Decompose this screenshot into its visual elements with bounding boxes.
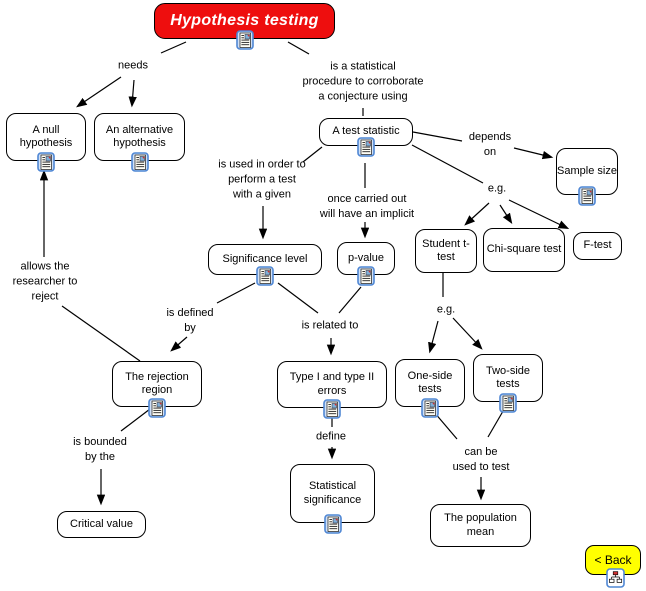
document-resource-icon[interactable] — [130, 152, 149, 172]
edge-siglevel-isrelated — [277, 282, 319, 314]
document-resource-icon[interactable] — [235, 30, 254, 50]
document-resource-icon[interactable] — [323, 399, 341, 419]
node-label: Statistical significance — [303, 480, 362, 506]
node-significance-level[interactable]: Significance level — [208, 244, 322, 286]
node-label: The rejection region — [125, 370, 189, 396]
node-label: p-value — [347, 251, 385, 264]
edge-pvalue-isrelated — [338, 286, 362, 314]
arrow-eg-chisquare — [499, 204, 513, 225]
node-test-statistic[interactable]: A test statistic — [319, 118, 413, 157]
node-label: Critical value — [70, 517, 133, 530]
link-phrase-allows-reject: allows the researcher to reject — [12, 260, 78, 303]
link-phrase-needs: needs — [118, 59, 148, 72]
arrow-needs-alternative — [128, 79, 137, 108]
node-label: Sample size — [557, 164, 617, 177]
document-resource-icon[interactable] — [357, 266, 375, 286]
arrow-eg-oneside — [428, 320, 439, 354]
node-chi-square-test[interactable]: Chi-square test — [483, 228, 565, 272]
concept-map-icon[interactable] — [606, 568, 625, 588]
node-hypothesis-testing[interactable]: Hypothesis testing — [154, 3, 335, 50]
node-two-side-tests[interactable]: Two-side tests — [473, 354, 543, 413]
link-phrase-eg-tests: e.g. — [487, 182, 507, 195]
document-resource-icon[interactable] — [421, 398, 439, 418]
node-label: An alternative hypothesis — [105, 123, 174, 149]
link-phrase-depends-on: depends on — [468, 131, 512, 158]
link-phrase-define: define — [316, 430, 346, 443]
arrow-eg-twoside — [452, 317, 483, 350]
document-resource-icon[interactable] — [323, 514, 342, 534]
link-phrase-can-be-used: can be used to test — [452, 446, 510, 473]
node-label: A test statistic — [332, 125, 400, 138]
document-resource-icon[interactable] — [357, 137, 375, 157]
link-phrase-is-statistical: is a statistical procedure to corroborat… — [302, 60, 424, 103]
arrow-dependson-samplesize — [513, 147, 554, 160]
link-phrase-is-bounded: is bounded by the — [73, 436, 127, 463]
node-sample-size[interactable]: Sample size — [556, 148, 618, 206]
document-resource-icon[interactable] — [499, 393, 517, 413]
arrow-eg-ftest — [508, 199, 570, 230]
node-critical-value[interactable]: Critical value — [57, 511, 146, 538]
node-label: Hypothesis testing — [170, 12, 319, 30]
node-rejection-region[interactable]: The rejection region — [112, 361, 202, 418]
node-null-hypothesis[interactable]: A null hypothesis — [6, 113, 86, 172]
edge-root-needs — [160, 41, 187, 54]
back-button-label: < Back — [594, 553, 632, 567]
node-p-value[interactable]: p-value — [337, 242, 395, 286]
document-resource-icon[interactable] — [148, 398, 166, 418]
node-label: One-side tests — [407, 369, 453, 395]
link-phrase-is-defined-by: is defined by — [166, 307, 214, 334]
node-label: Student t-test — [422, 237, 470, 263]
node-label: Type I and type II errors — [289, 371, 375, 397]
document-resource-icon[interactable] — [37, 152, 55, 172]
node-statistical-significance[interactable]: Statistical significance — [290, 464, 375, 534]
document-resource-icon[interactable] — [578, 186, 596, 206]
link-phrase-eg-sides: e.g. — [436, 303, 456, 316]
arrow-needs-null — [76, 76, 122, 108]
edge-siglevel-isdefined — [216, 282, 256, 304]
node-alternative-hypothesis[interactable]: An alternative hypothesis — [94, 113, 185, 172]
node-label: F-test — [583, 239, 612, 252]
node-label: A null hypothesis — [19, 123, 73, 149]
edge-teststat-dependson — [412, 131, 463, 142]
arrow-isdefined-rejectionregion — [170, 336, 188, 352]
edge-teststat-isused — [302, 146, 323, 163]
node-label: Chi-square test — [486, 243, 562, 256]
node-label: Significance level — [222, 252, 308, 265]
edge-teststat-eg — [411, 144, 484, 184]
node-population-mean[interactable]: The population mean — [430, 504, 531, 547]
node-label: Two-side tests — [485, 364, 531, 390]
link-phrase-once-carried: once carried out will have an implicit — [319, 193, 415, 220]
link-phrase-is-used: is used in order to perform a test with … — [218, 158, 306, 201]
node-type-errors[interactable]: Type I and type II errors — [277, 361, 387, 419]
node-f-test[interactable]: F-test — [573, 232, 622, 260]
node-student-t-test[interactable]: Student t-test — [415, 229, 477, 273]
document-resource-icon[interactable] — [256, 266, 274, 286]
link-phrase-is-related-to: is related to — [301, 319, 359, 332]
edge-rejectionregion-isbounded — [120, 408, 151, 432]
node-label: The population mean — [444, 512, 517, 538]
node-one-side-tests[interactable]: One-side tests — [395, 359, 465, 418]
edge-root-isstatistical — [287, 41, 310, 55]
edge-allows-rejectionregion — [61, 305, 141, 362]
arrow-eg-studentt — [464, 202, 490, 226]
